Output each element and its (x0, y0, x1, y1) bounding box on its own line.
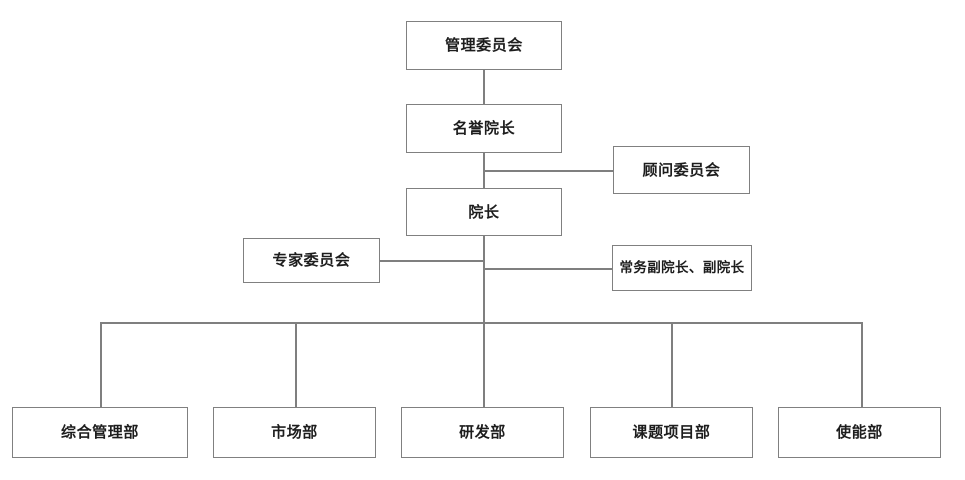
connector-department-bus (100, 322, 862, 324)
connector-bus-to-general-management (100, 322, 102, 407)
connector-dean-to-bus (483, 236, 485, 323)
connector-expert-to-trunk (380, 260, 484, 262)
node-label-vice-deans: 常务副院长、副院长 (619, 260, 745, 276)
node-label-dept-enablement: 使能部 (836, 424, 883, 441)
node-vice-deans[interactable]: 常务副院长、副院长 (612, 245, 752, 291)
node-label-dept-general-management: 综合管理部 (60, 424, 139, 441)
connector-bus-to-enablement (861, 322, 863, 407)
connector-bus-to-marketing (295, 322, 297, 407)
node-dept-rnd[interactable]: 研发部 (401, 407, 564, 458)
node-label-dept-rnd: 研发部 (459, 424, 506, 441)
node-dept-enablement[interactable]: 使能部 (778, 407, 941, 458)
node-label-advisory-committee: 顾问委员会 (642, 161, 721, 179)
connector-bus-to-project (671, 322, 673, 407)
node-management-committee[interactable]: 管理委员会 (406, 21, 562, 70)
node-label-dean: 院长 (468, 203, 500, 221)
node-honorary-dean[interactable]: 名誉院长 (406, 104, 562, 153)
node-label-expert-committee: 专家委员会 (272, 252, 351, 269)
connector-mgmt-to-honorary (483, 70, 485, 105)
connector-dean-to-advisory (483, 170, 614, 172)
connector-trunk-to-vicedeans (483, 268, 613, 270)
connector-bus-to-rnd (483, 322, 485, 407)
node-label-dept-marketing: 市场部 (271, 424, 318, 441)
node-label-dept-project: 课题项目部 (632, 424, 711, 441)
node-dept-marketing[interactable]: 市场部 (213, 407, 376, 458)
node-expert-committee[interactable]: 专家委员会 (243, 238, 380, 283)
node-label-honorary-dean: 名誉院长 (452, 120, 516, 137)
node-label-management-committee: 管理委员会 (444, 37, 523, 54)
node-advisory-committee[interactable]: 顾问委员会 (613, 146, 750, 194)
node-dean[interactable]: 院长 (406, 188, 562, 236)
node-dept-project[interactable]: 课题项目部 (590, 407, 753, 458)
node-dept-general-management[interactable]: 综合管理部 (12, 407, 188, 458)
